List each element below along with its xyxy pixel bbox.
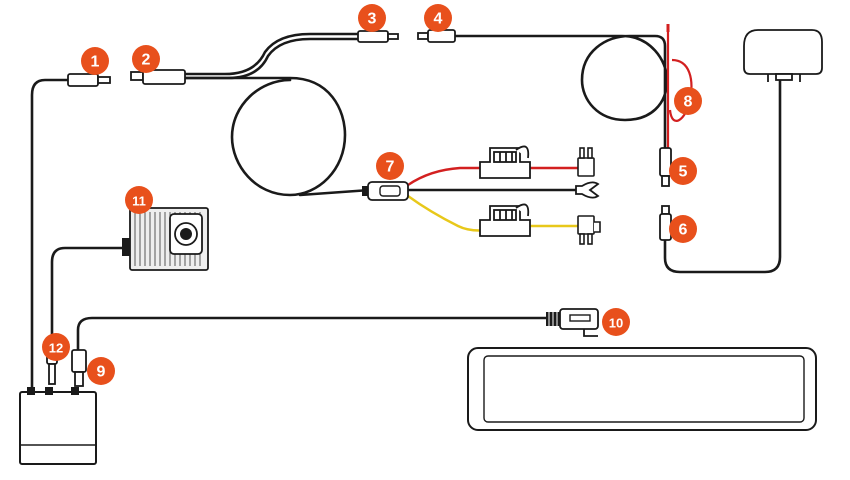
fuse-tap-yellow bbox=[479, 203, 531, 237]
callout-badge-circle bbox=[674, 87, 702, 115]
cables bbox=[30, 32, 782, 394]
callout-8: 8 bbox=[674, 87, 702, 115]
connector-5-tip bbox=[661, 175, 670, 187]
callout-1: 1 bbox=[81, 47, 109, 75]
callout-badge-circle bbox=[42, 333, 70, 361]
callout-5: 5 bbox=[669, 157, 697, 185]
fuse-tap-red bbox=[479, 145, 531, 179]
callout-number: 2 bbox=[142, 52, 151, 69]
callout-number: 6 bbox=[679, 222, 688, 239]
callout-badge-circle bbox=[424, 4, 452, 32]
fuse-connector-7 bbox=[362, 181, 409, 201]
cable-4-coil-to-5 bbox=[453, 34, 669, 150]
connector-9 bbox=[71, 349, 87, 373]
connector-1 bbox=[67, 73, 99, 87]
callout-12: 12 bbox=[42, 333, 70, 361]
callout-number: 8 bbox=[684, 94, 693, 111]
callout-badge-circle bbox=[125, 186, 153, 214]
control-box bbox=[19, 387, 97, 465]
callout-badge-circle bbox=[132, 45, 160, 73]
callout-11: 11 bbox=[125, 186, 153, 214]
callout-4: 4 bbox=[424, 4, 452, 32]
cable-6-to-gps bbox=[663, 78, 782, 274]
connector-1-tip bbox=[97, 76, 111, 84]
ground-fork-icon bbox=[575, 181, 600, 199]
cable-9-to-10 bbox=[76, 316, 548, 352]
blade-fuse-red bbox=[577, 147, 595, 177]
connector-3-tip bbox=[387, 33, 399, 40]
cable-11-to-12 bbox=[50, 246, 124, 340]
connector-4-tip bbox=[417, 32, 429, 40]
connector-6-tip bbox=[661, 205, 670, 215]
callout-2: 2 bbox=[132, 45, 160, 73]
callout-number: 9 bbox=[97, 364, 106, 381]
callout-badge-circle bbox=[87, 357, 115, 385]
callout-7: 7 bbox=[376, 152, 404, 180]
connector-2 bbox=[142, 69, 186, 85]
connector-12-tip bbox=[48, 363, 56, 385]
callout-badge-circle bbox=[358, 4, 386, 32]
callout-6: 6 bbox=[669, 215, 697, 243]
callout-badge-circle bbox=[669, 215, 697, 243]
cable-1-to-box bbox=[30, 78, 72, 394]
callout-number: 11 bbox=[132, 194, 146, 209]
connector-2-tip bbox=[130, 71, 144, 81]
callout-number: 1 bbox=[91, 54, 100, 71]
callout-number: 7 bbox=[386, 159, 395, 176]
callout-10: 10 bbox=[602, 308, 630, 336]
mirror-monitor bbox=[467, 347, 817, 431]
callout-9: 9 bbox=[87, 357, 115, 385]
connector-10 bbox=[546, 308, 599, 337]
callout-badge-circle bbox=[81, 47, 109, 75]
blade-fuse-yellow bbox=[577, 215, 601, 245]
gps-module bbox=[743, 29, 823, 82]
callout-badge-circle bbox=[669, 157, 697, 185]
cable-2-to-3-a bbox=[183, 32, 360, 76]
connector-4 bbox=[427, 29, 456, 43]
callout-number: 5 bbox=[679, 164, 688, 181]
callout-badge-circle bbox=[602, 308, 630, 336]
connector-3 bbox=[357, 30, 389, 43]
callout-number: 4 bbox=[434, 11, 443, 28]
callout-badge-circle bbox=[376, 152, 404, 180]
callout-number: 3 bbox=[368, 11, 377, 28]
cable-2-coil-to-7 bbox=[183, 76, 372, 197]
callout-number: 10 bbox=[609, 316, 623, 331]
rear-camera bbox=[122, 207, 209, 271]
connector-9-tip bbox=[74, 371, 84, 387]
callout-3: 3 bbox=[358, 4, 386, 32]
callout-number: 12 bbox=[49, 341, 63, 356]
